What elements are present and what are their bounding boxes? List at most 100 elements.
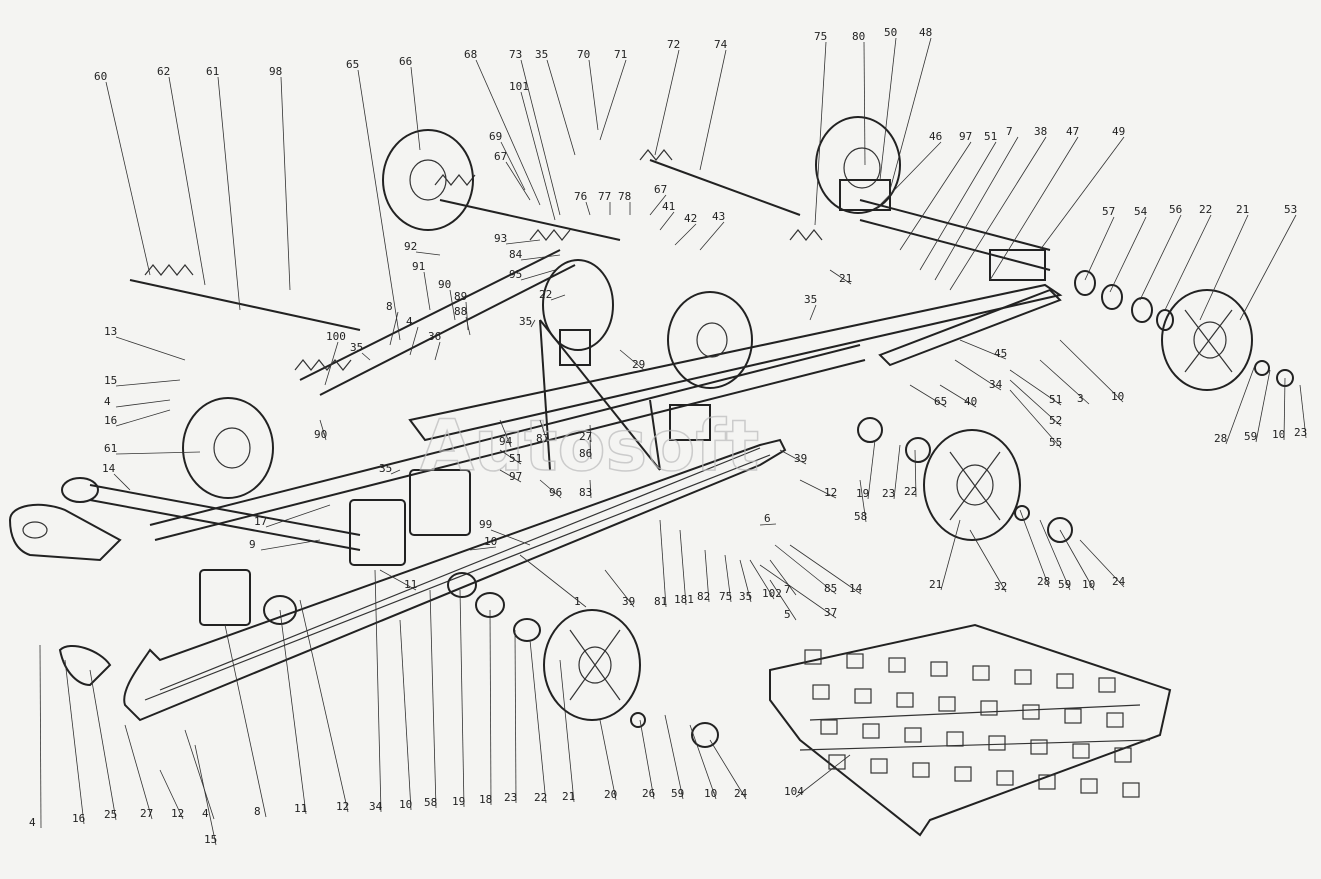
callout-90: 90	[314, 419, 327, 441]
callout-number: 61	[104, 442, 117, 455]
callout-number: 75	[814, 30, 827, 43]
leader-line	[499, 449, 522, 465]
leader-line	[1139, 214, 1182, 301]
track-lug	[820, 719, 838, 735]
callout-92: 92	[404, 240, 441, 256]
leader-line	[64, 659, 85, 825]
track-lug	[896, 692, 914, 708]
callout-18: 18	[479, 609, 492, 806]
wheel-left	[182, 397, 274, 499]
leader-line	[1039, 359, 1090, 405]
track-lug	[1072, 743, 1090, 759]
callout-72: 72	[654, 38, 680, 156]
callout-number: 13	[104, 325, 117, 338]
leader-line	[1079, 539, 1125, 588]
callout-12: 12	[299, 599, 349, 813]
callout-84: 84	[509, 248, 561, 261]
leader-line	[769, 559, 797, 596]
callout-number: 21	[839, 272, 852, 285]
callout-62: 62	[157, 65, 206, 286]
track-lug	[930, 661, 948, 677]
callout-number: 21	[1236, 203, 1249, 216]
leader-line	[124, 724, 153, 820]
track-lug	[988, 735, 1006, 751]
leader-line	[115, 399, 171, 408]
leader-line	[115, 451, 201, 455]
callout-19: 19	[452, 589, 465, 808]
callout-85: 85	[774, 544, 837, 595]
leader-line	[829, 269, 852, 285]
callout-78: 78	[618, 190, 631, 215]
leader-line	[1109, 216, 1147, 293]
callout-97: 97	[499, 469, 522, 483]
leader-line	[500, 141, 526, 191]
track-lugs	[804, 649, 1140, 798]
callout-number: 70	[577, 48, 590, 61]
leader-line	[759, 564, 837, 619]
leader-line	[357, 69, 401, 341]
callout-number: 71	[614, 48, 627, 61]
callout-number: 51	[509, 452, 522, 465]
callout-4: 4	[406, 315, 419, 356]
leader-line	[814, 41, 827, 226]
callout-28: 28	[1214, 364, 1256, 445]
leader-line	[530, 319, 536, 328]
callout-number: 4	[104, 395, 111, 408]
callout-number: 60	[94, 70, 107, 83]
leader-line	[1059, 339, 1124, 403]
callout-number: 23	[504, 791, 517, 804]
leader-line	[410, 66, 421, 151]
callout-3: 3	[1039, 359, 1090, 405]
callout-number: 54	[1134, 205, 1148, 218]
callout-21: 21	[559, 659, 575, 803]
callout-number: 62	[157, 65, 170, 78]
callout-52: 52	[1009, 379, 1062, 427]
callout-number: 21	[562, 790, 575, 803]
track-lug	[1080, 778, 1098, 794]
callout-number: 58	[424, 796, 437, 809]
track-lug	[912, 762, 930, 778]
callout-number: 42	[684, 212, 697, 225]
leader-line	[940, 519, 961, 591]
callout-21: 21	[929, 519, 961, 591]
callout-number: 47	[1066, 125, 1079, 138]
callout-56: 56	[1139, 203, 1182, 301]
callout-number: 24	[1112, 575, 1126, 588]
callout-number: 45	[994, 347, 1007, 360]
leader-line	[779, 449, 807, 465]
leader-line	[759, 523, 777, 526]
leader-line	[399, 619, 412, 811]
callout-8: 8	[386, 300, 399, 346]
callout-99: 99	[479, 518, 531, 546]
leader-line	[539, 419, 549, 445]
leader-line	[499, 419, 512, 448]
callout-81: 81	[654, 519, 667, 608]
callout-41: 41	[659, 200, 675, 231]
leader-line	[809, 304, 817, 321]
callout-54: 54	[1109, 205, 1148, 293]
callout-42: 42	[674, 212, 697, 246]
callout-number: 4	[29, 816, 36, 829]
track-lug	[1030, 739, 1048, 755]
callout-number: 83	[579, 486, 592, 499]
callout-number: 76	[574, 190, 587, 203]
leader-line	[115, 409, 171, 427]
leader-line	[867, 439, 876, 500]
callout-23: 23	[1294, 384, 1307, 439]
leader-line	[499, 469, 522, 483]
wheel-upper-left	[382, 129, 474, 231]
callout-91: 91	[412, 260, 431, 311]
callout-22: 22	[904, 449, 917, 498]
callout-83: 83	[579, 479, 592, 499]
callout-number: 17	[254, 515, 267, 528]
track-lug	[996, 770, 1014, 786]
callout-61: 61	[104, 442, 201, 455]
leader-line	[489, 609, 492, 806]
callout-number: 35	[379, 462, 392, 475]
callout-97: 97	[899, 130, 972, 251]
leader-line	[1084, 216, 1115, 281]
track-lug	[1114, 747, 1132, 763]
callout-48: 48	[889, 26, 932, 191]
